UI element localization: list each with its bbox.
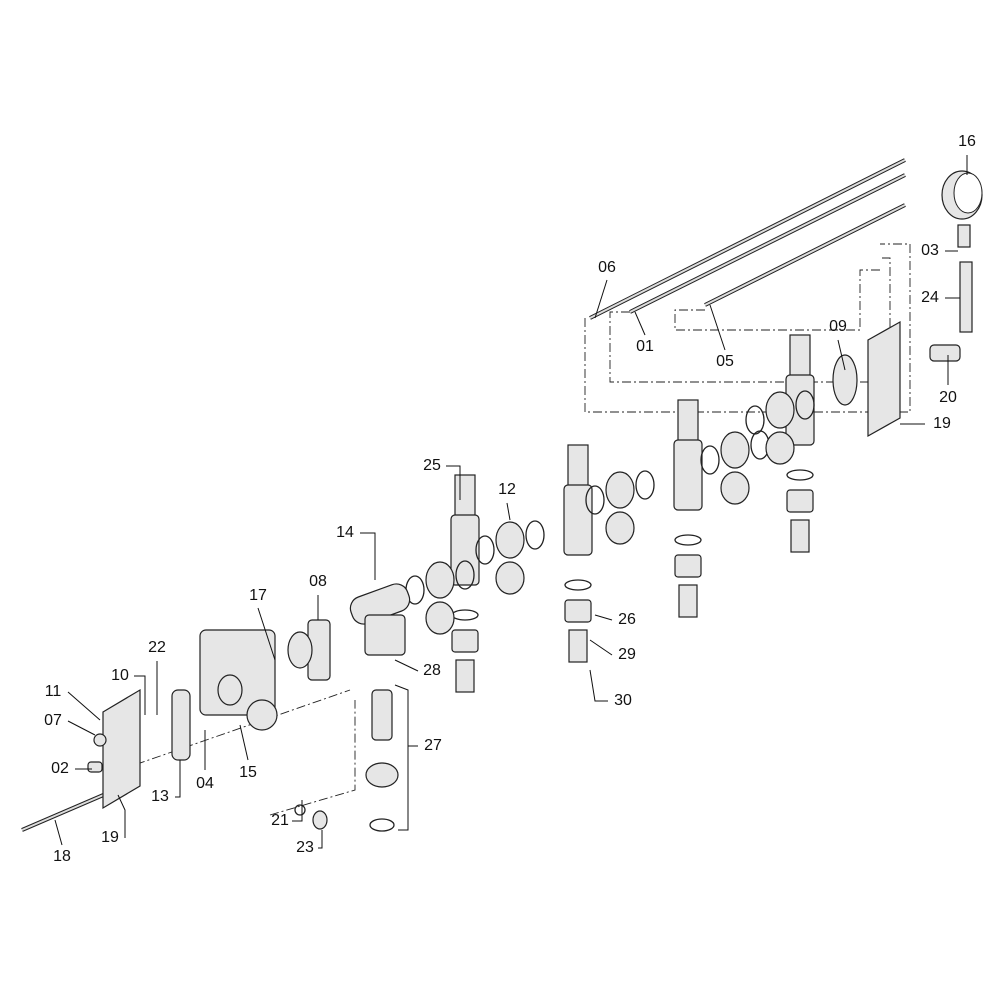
rods (21, 158, 906, 832)
manifold-part (369, 818, 395, 832)
callout-15: 15 (239, 764, 257, 781)
manifold-part (832, 354, 858, 406)
manifold-part (720, 431, 750, 469)
manifold-part (765, 391, 795, 429)
manifold-part (93, 733, 107, 747)
callout-24: 24 (921, 289, 939, 306)
manifold-part (745, 405, 765, 435)
callout-19a: 19 (933, 415, 951, 432)
callout-12: 12 (498, 481, 516, 498)
manifold-part (790, 519, 810, 553)
callout-20: 20 (939, 389, 957, 406)
manifold-part (786, 469, 814, 481)
callout-01: 01 (636, 338, 654, 355)
manifold-part (371, 689, 393, 741)
manifold-part (765, 431, 795, 465)
manifold-part (789, 334, 811, 381)
callout-13: 13 (151, 788, 169, 805)
callout-30: 30 (614, 692, 632, 709)
manifold-part (720, 471, 750, 505)
manifold-part (217, 674, 243, 706)
manifold-part (171, 689, 191, 761)
callout-10: 10 (111, 667, 129, 684)
manifold-part (563, 484, 593, 556)
manifold-part (677, 399, 699, 446)
manifold-part (451, 629, 479, 653)
manifold-part (312, 810, 328, 830)
manifold-part (568, 629, 588, 663)
manifold-part (635, 470, 655, 500)
callout-14: 14 (336, 524, 354, 541)
manifold-part (454, 474, 476, 521)
manifold-part (287, 631, 313, 669)
callout-16: 16 (958, 133, 976, 150)
callout-02: 02 (51, 760, 69, 777)
manifold-part (246, 699, 278, 731)
assembly-lines (119, 243, 911, 816)
manifold-part (605, 471, 635, 509)
end-plate-right (867, 320, 901, 438)
manifold-part (567, 444, 589, 491)
callout-19b: 19 (101, 829, 119, 846)
manifold-part (87, 761, 103, 773)
callout-05: 05 (716, 353, 734, 370)
manifold-part (564, 599, 592, 623)
callout-25: 25 (423, 457, 441, 474)
callout-07: 07 (44, 712, 62, 729)
manifold-part (425, 601, 455, 635)
callout-18: 18 (53, 848, 71, 865)
callout-03: 03 (921, 242, 939, 259)
manifold-part (605, 511, 635, 545)
manifold-part (455, 560, 475, 590)
manifold-part (495, 521, 525, 559)
callout-09: 09 (829, 318, 847, 335)
callout-22: 22 (148, 639, 166, 656)
callout-26: 26 (618, 611, 636, 628)
manifold-part (294, 804, 306, 816)
callout-21: 21 (271, 812, 289, 829)
manifold-part (564, 579, 592, 591)
callout-28: 28 (423, 662, 441, 679)
manifold-part (674, 534, 702, 546)
manifold-modules (87, 334, 858, 832)
manifold-part (425, 561, 455, 599)
callout-27: 27 (424, 737, 442, 754)
callout-08: 08 (309, 573, 327, 590)
end-plate-left (102, 688, 141, 810)
callout-23: 23 (296, 839, 314, 856)
manifold-part (365, 762, 399, 788)
manifold-part (674, 554, 702, 578)
callout-06: 06 (598, 259, 616, 276)
manifold-part (673, 439, 703, 511)
callout-11: 11 (44, 683, 62, 700)
leader-lines (54, 155, 968, 849)
manifold-part (451, 609, 479, 621)
manifold-part (475, 535, 495, 565)
manifold-part (678, 584, 698, 618)
manifold-part (585, 485, 605, 515)
callout-17: 17 (249, 587, 267, 604)
manifold-part (700, 445, 720, 475)
manifold-part (495, 561, 525, 595)
manifold-part (525, 520, 545, 550)
manifold-part (450, 514, 480, 586)
manifold-part (786, 489, 814, 513)
callout-04: 04 (196, 775, 214, 792)
pressure-gauge (929, 170, 983, 362)
manifold-part (795, 390, 815, 420)
manifold-part (364, 614, 406, 656)
manifold-part (455, 659, 475, 693)
callout-29: 29 (618, 646, 636, 663)
